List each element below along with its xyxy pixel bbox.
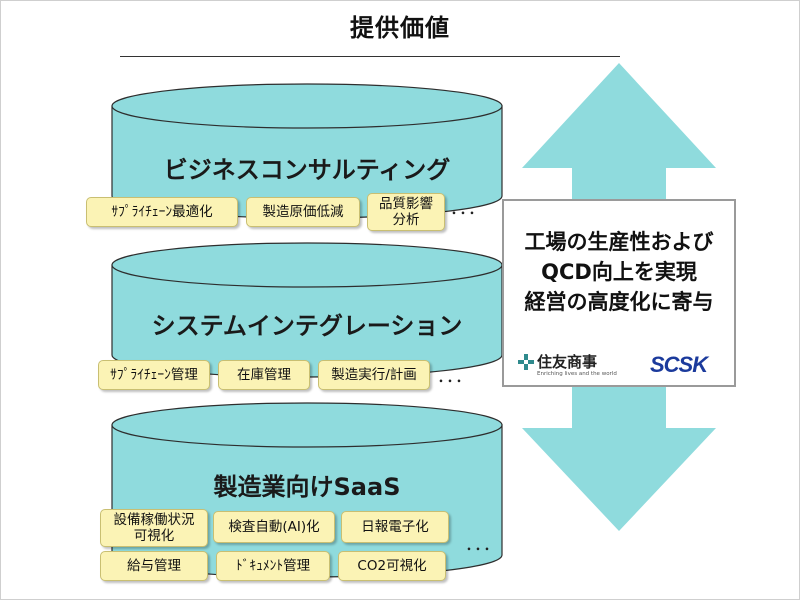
tag-supply-chain-optimization: ｻﾌﾟﾗｲﾁｪｰﾝ最適化 [86, 197, 238, 227]
tag-inspection-ai-automation: 検査自動(AI)化 [213, 511, 335, 543]
value-line: 経営の高度化に寄与 [524, 290, 714, 314]
tag-inventory-management: 在庫管理 [218, 360, 310, 390]
tag-manufacturing-cost-reduction: 製造原価低減 [246, 197, 360, 227]
tag-daily-report-digitization: 日報電子化 [341, 511, 449, 543]
tag-quality-impact-analysis: 品質影響 分析 [367, 193, 445, 231]
tag-payroll-management: 給与管理 [100, 551, 208, 581]
scsk-logo: SCSK [650, 352, 708, 377]
more-ellipsis: ･･･ [437, 372, 465, 391]
page-title: 提供価値 [350, 14, 450, 42]
cylinder-system-integration [111, 242, 503, 378]
sumitomo-mark-icon [518, 354, 534, 370]
sumitomo-name: 住友商事 [537, 353, 598, 371]
layer-title-business-consulting: ビジネスコンサルティング [163, 156, 451, 184]
tag-supply-chain-management: ｻﾌﾟﾗｲﾁｪｰﾝ管理 [98, 360, 210, 390]
more-ellipsis: ･･･ [450, 204, 478, 223]
value-statement: 工場の生産性および QCD向上を実現 経営の高度化に寄与 [504, 227, 734, 317]
value-line: QCD向上を実現 [541, 260, 697, 284]
layer-title-system-integration: システムインテグレーション [151, 312, 463, 340]
layer-title-saas: 製造業向けSaaS [213, 473, 401, 501]
more-ellipsis: ･･･ [465, 540, 493, 559]
cylinder-business-consulting [111, 83, 503, 219]
value-line: 工場の生産性および [524, 230, 714, 254]
tag-equipment-status-visualization: 設備稼働状況 可視化 [100, 509, 208, 547]
tag-manufacturing-execution-planning: 製造実行/計画 [318, 360, 430, 390]
sumitomo-tagline: Enriching lives and the world [537, 371, 617, 377]
tag-co2-visualization: CO2可視化 [338, 551, 446, 581]
tag-document-management: ﾄﾞｷｭﾒﾝﾄ管理 [216, 551, 330, 581]
sumitomo-logo: 住友商事 Enriching lives and the world [518, 351, 628, 381]
title-underline [120, 56, 620, 57]
value-box: 工場の生産性および QCD向上を実現 経営の高度化に寄与 住友商事 Enrich… [502, 199, 736, 387]
